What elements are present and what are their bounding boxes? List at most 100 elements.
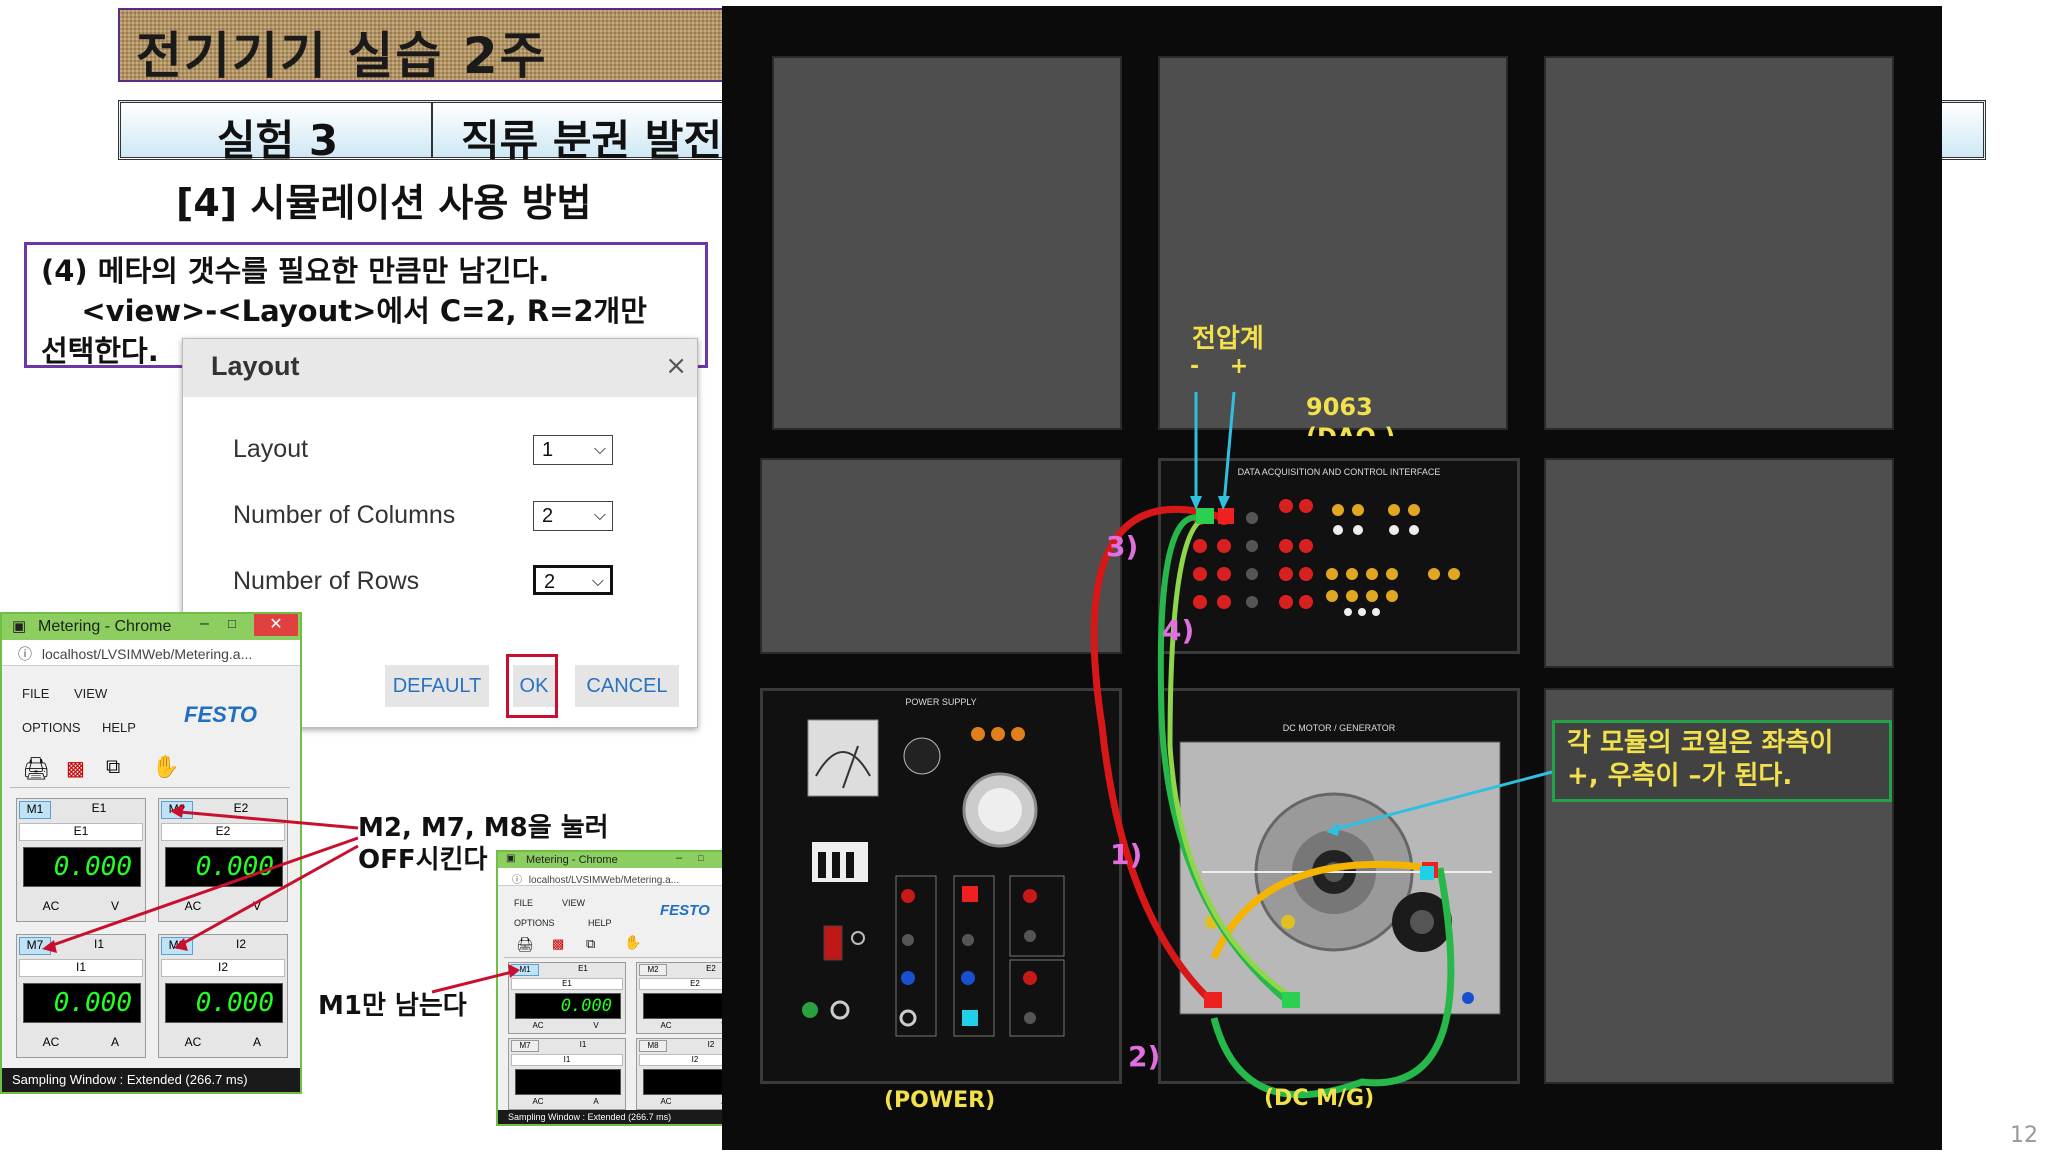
empty-slot[interactable] <box>772 56 1122 430</box>
power-supply-panel[interactable] <box>802 719 1065 1037</box>
meter-mode[interactable]: AC <box>532 1097 544 1106</box>
window-title: Metering - Chrome <box>38 618 172 635</box>
wire-end-marker[interactable] <box>1420 866 1434 880</box>
wire-end-marker[interactable] <box>1204 992 1222 1008</box>
meter-id[interactable]: M8 <box>161 937 193 955</box>
empty-slot[interactable] <box>1158 56 1508 430</box>
url-bar[interactable]: ⓘ localhost/LVSIMWeb/Metering.a... <box>2 640 300 666</box>
empty-slot[interactable] <box>760 458 1122 654</box>
rows-select[interactable]: 2 ⌵ <box>533 565 613 595</box>
meter-id[interactable]: M2 <box>639 964 667 976</box>
meter-m7[interactable]: M7 I1 I1 AC A <box>508 1038 626 1110</box>
meter-id[interactable]: M7 <box>511 1040 539 1052</box>
hand-icon[interactable]: ✋ <box>152 754 180 779</box>
wire-end-marker[interactable] <box>1218 508 1234 524</box>
meter-name: I2 <box>707 1040 715 1049</box>
record-icon[interactable]: ▩ <box>552 936 565 951</box>
meter-name: I2 <box>235 937 246 951</box>
meter-value: 0.000 <box>53 988 132 1018</box>
off-instruction-note: M2, M7, M8을 눌러 OFF시킨다 <box>358 813 609 875</box>
columns-select-value: 2 <box>542 505 554 527</box>
empty-slot[interactable] <box>1544 458 1894 668</box>
columns-select[interactable]: 2 ⌵ <box>533 501 613 531</box>
menu-file[interactable]: FILE <box>22 686 50 701</box>
empty-slot[interactable] <box>1544 56 1894 430</box>
meter-mode[interactable]: AC <box>42 1035 60 1049</box>
m1-remains-note: M1만 남는다 <box>318 991 467 1021</box>
meter-id[interactable]: M1 <box>511 964 539 976</box>
metering-window-large: ▣ Metering - Chrome – □ ✕ ⓘ localhost/LV… <box>0 612 302 1094</box>
meter-mode[interactable]: AC <box>532 1021 544 1030</box>
meter-mode[interactable]: AC <box>184 1035 202 1049</box>
meter-m7[interactable]: M7 I1 I1 0.000 AC A <box>16 934 146 1058</box>
wire-end-marker[interactable] <box>1282 992 1300 1008</box>
meter-unit[interactable]: A <box>593 1097 599 1106</box>
cancel-button[interactable]: CANCEL <box>575 665 679 707</box>
daq-label: 9063 (DAQ ) <box>1306 393 1395 436</box>
meter-unit[interactable]: V <box>110 899 119 913</box>
meter-unit[interactable]: A <box>252 1035 261 1049</box>
meter-sub-label: I1 <box>19 959 143 977</box>
meter-id[interactable]: M8 <box>639 1040 667 1052</box>
meter-m8[interactable]: M8 I2 I2 0.000 AC A <box>158 934 288 1058</box>
meter-id[interactable]: M2 <box>161 801 193 819</box>
dialog-header: Layout × <box>183 339 697 397</box>
meter-m2[interactable]: M2 E2 E2 0.000 AC V <box>158 798 288 922</box>
meter-mode[interactable]: AC <box>42 899 60 913</box>
rows-label: Number of Rows <box>233 567 420 595</box>
meter-m1[interactable]: M1 E1 E1 0.000 AC V <box>16 798 146 922</box>
minimize-icon[interactable]: – <box>676 852 683 864</box>
layout-label: Layout <box>233 435 309 463</box>
daq-module[interactable]: DATA ACQUISITION AND CONTROL INTERFACE <box>1158 458 1520 654</box>
meter-mode[interactable]: AC <box>660 1021 672 1030</box>
meter-id[interactable]: M7 <box>19 937 51 955</box>
menu-options[interactable]: OPTIONS <box>22 720 81 735</box>
meter-id[interactable]: M1 <box>19 801 51 819</box>
wire-end-marker[interactable] <box>962 1010 978 1026</box>
dc-machine-panel[interactable] <box>1179 741 1501 1015</box>
hand-icon[interactable]: ✋ <box>624 934 642 950</box>
menu-view[interactable]: VIEW <box>74 686 108 701</box>
meter-mode[interactable]: AC <box>184 899 202 913</box>
copy-icon[interactable]: ⧉ <box>586 936 596 951</box>
wire-end-marker[interactable] <box>962 886 978 902</box>
layout-select[interactable]: 1 ⌵ <box>533 435 613 465</box>
printer-icon[interactable]: 🖨 <box>516 936 534 952</box>
copy-icon[interactable]: ⧉ <box>106 756 121 778</box>
empty-slot[interactable] <box>1544 688 1894 1084</box>
meter-mode[interactable]: AC <box>660 1097 672 1106</box>
wire-4-lightgreen[interactable] <box>1167 515 1298 1003</box>
meter-unit[interactable]: V <box>593 1021 599 1030</box>
step-label-2: 2) <box>1128 1040 1161 1073</box>
meter-value: 0.000 <box>560 996 612 1016</box>
menu-help[interactable]: HELP <box>102 720 136 735</box>
default-button[interactable]: DEFAULT <box>385 665 489 707</box>
maximize-icon[interactable]: □ <box>698 853 704 863</box>
voltmeter-label: 전압계 <box>1192 324 1264 354</box>
record-icon[interactable]: ▩ <box>66 758 85 780</box>
url-bar[interactable]: ⓘ localhost/LVSIMWeb/Metering.a... <box>498 868 764 886</box>
close-icon[interactable]: ✕ <box>254 614 298 636</box>
menu-help[interactable]: HELP <box>588 918 612 928</box>
meter-unit[interactable]: V <box>252 899 261 913</box>
maximize-icon[interactable]: □ <box>228 616 236 631</box>
wire-end-marker[interactable] <box>1196 508 1214 524</box>
wiring-diagram <box>802 391 1553 1099</box>
meter-unit[interactable]: A <box>110 1035 119 1049</box>
minimize-icon[interactable]: – <box>200 615 209 632</box>
wire-3-red[interactable] <box>1090 505 1226 1005</box>
wire-2-green[interactable] <box>1210 867 1455 1099</box>
menu-file[interactable]: FILE <box>514 898 534 908</box>
close-icon[interactable]: × <box>665 351 687 381</box>
menu-view[interactable]: VIEW <box>562 898 586 908</box>
printer-icon[interactable]: 🖨 <box>22 756 50 781</box>
page-number: 12 <box>2010 1123 2038 1148</box>
dc-module-title: DC MOTOR / GENERATOR <box>1282 723 1396 733</box>
info-icon: ⓘ <box>18 646 32 662</box>
voltmeter-plus-pointer <box>1222 391 1236 505</box>
url-text: localhost/LVSIMWeb/Metering.a... <box>41 646 253 662</box>
meter-display: 0.000 <box>515 993 621 1019</box>
ok-button[interactable]: OK <box>513 665 555 707</box>
menu-options[interactable]: OPTIONS <box>514 918 555 928</box>
meter-m1[interactable]: M1 E1 E1 0.000 AC V <box>508 962 626 1034</box>
